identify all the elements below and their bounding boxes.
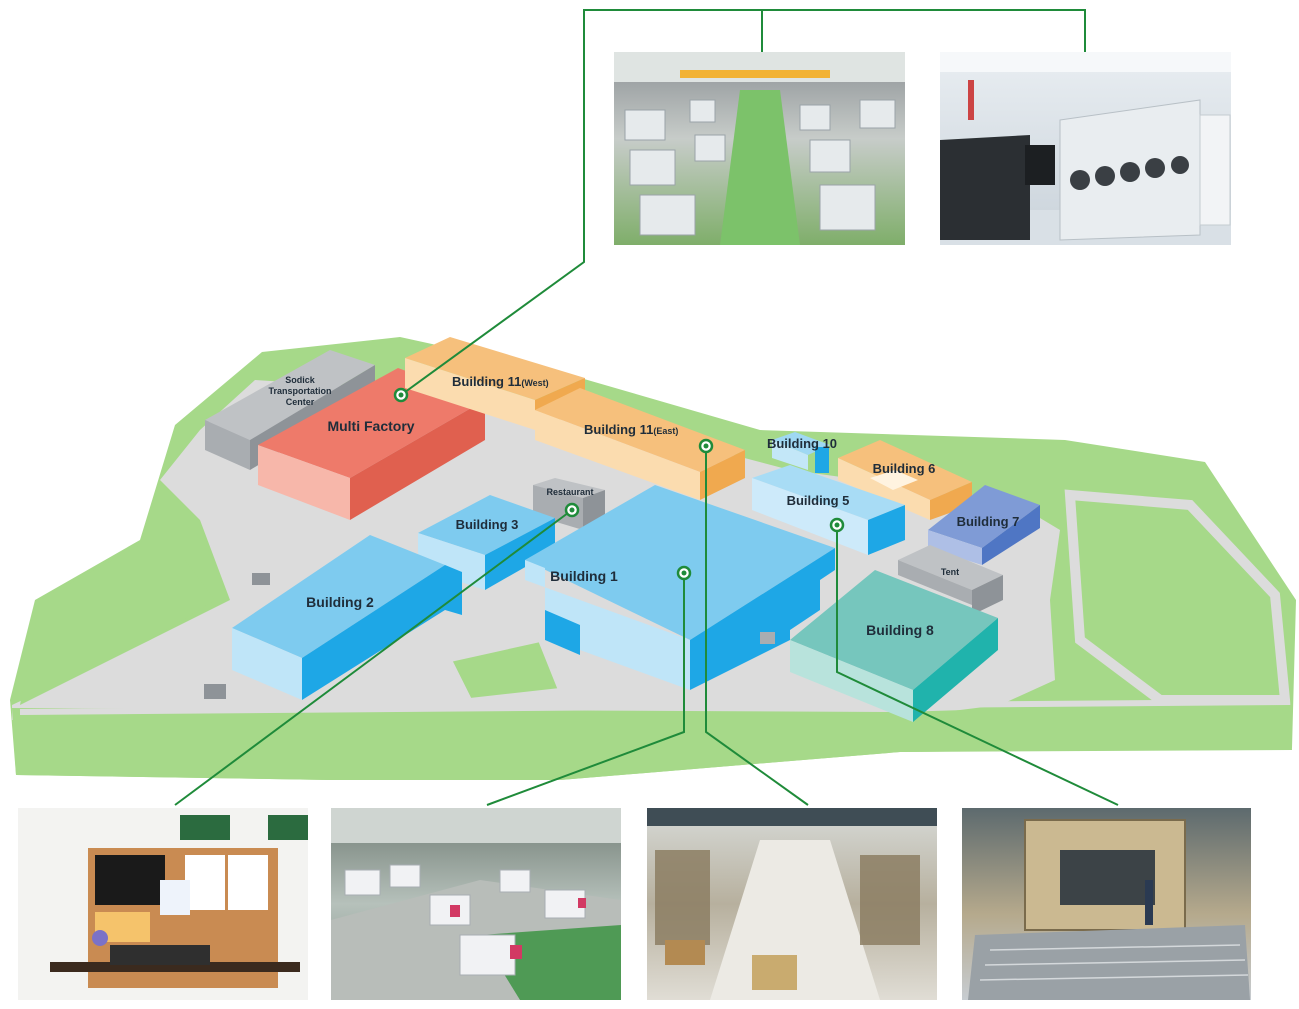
building-8[interactable] <box>790 570 998 722</box>
map-labels: Sodick Transportation Center Multi Facto… <box>268 374 1019 638</box>
photo-bottom-3[interactable] <box>647 808 937 1000</box>
utility-boxes <box>204 573 775 699</box>
building-11-east[interactable] <box>535 388 745 500</box>
park-patch-bottom <box>447 637 563 703</box>
label-building-10: Building 10 <box>767 436 837 451</box>
label-building-3: Building 3 <box>456 517 519 532</box>
label-building-6: Building 6 <box>873 461 936 476</box>
building-6[interactable] <box>838 440 972 520</box>
label-building-8: Building 8 <box>866 622 934 638</box>
label-building-7: Building 7 <box>957 514 1020 529</box>
label-building-2: Building 2 <box>306 594 374 610</box>
building-1[interactable] <box>525 485 835 690</box>
label-sodick-line2: Transportation <box>268 386 331 396</box>
building-10[interactable] <box>772 432 830 473</box>
photo-top-right[interactable] <box>940 52 1231 245</box>
tent[interactable] <box>898 545 1003 615</box>
building-5[interactable] <box>752 465 905 555</box>
label-building-11-west: Building 11(West) <box>452 374 549 389</box>
map-markers[interactable] <box>393 387 845 581</box>
label-restaurant: Restaurant <box>546 487 593 497</box>
label-tent: Tent <box>941 567 959 577</box>
label-building-1: Building 1 <box>550 568 618 584</box>
leader-lines <box>174 9 1119 806</box>
building-7[interactable] <box>928 485 1040 565</box>
building-2[interactable] <box>232 535 462 700</box>
label-building-5: Building 5 <box>787 493 850 508</box>
photo-bottom-2[interactable] <box>331 808 621 1000</box>
label-building-11-east: Building 11(East) <box>584 422 678 437</box>
photo-top-left[interactable] <box>614 52 905 245</box>
label-sodick-line3: Center <box>286 397 315 407</box>
photo-bottom-4[interactable] <box>962 808 1251 1000</box>
label-multi-factory: Multi Factory <box>327 418 414 434</box>
label-sodick-line1: Sodick <box>285 375 316 385</box>
photo-bottom-1[interactable] <box>18 808 308 1000</box>
park-patch-left <box>20 545 215 705</box>
park-strip-bottom <box>12 700 1292 780</box>
